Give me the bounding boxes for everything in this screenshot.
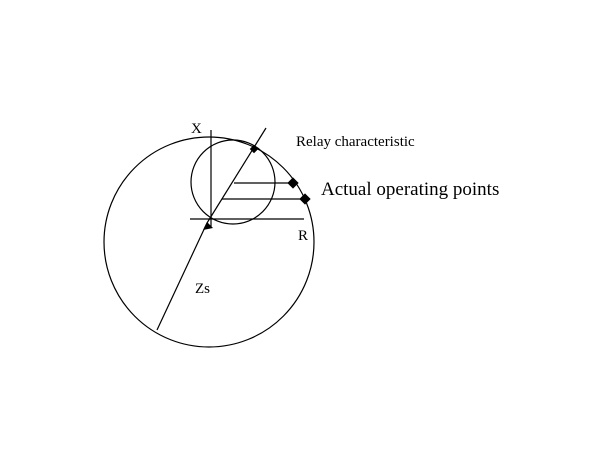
actual-operating-points-label: Actual operating points [321,179,499,200]
relay-characteristic-label: Relay characteristic [296,134,415,150]
relay-circle [190,139,276,225]
r-axis-label: R [298,228,308,244]
operating-point-1 [287,177,299,189]
x-axis-label: X [191,121,202,137]
large-circle [103,136,315,348]
relay-intersection-point [249,144,259,154]
characteristic-line [206,127,267,224]
zs-line [156,222,208,331]
zs-label: Zs [195,281,210,297]
operating-point-2 [299,193,311,205]
origin-arrowhead [203,222,213,230]
